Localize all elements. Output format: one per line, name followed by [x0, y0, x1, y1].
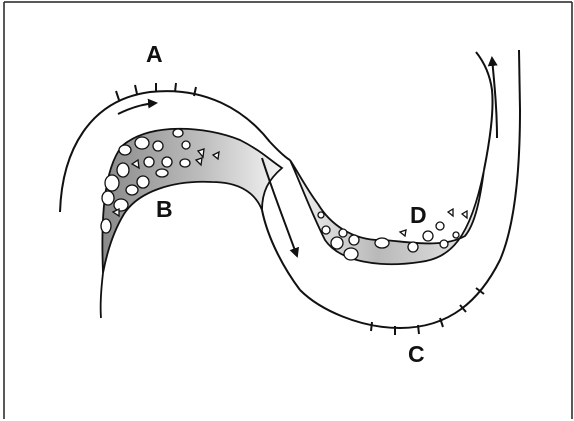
outer-bank-a	[59, 90, 271, 213]
channel-edge-right	[475, 51, 494, 171]
frame	[3, 1, 573, 419]
label-d: D	[410, 202, 427, 228]
flow-arrow-middle	[261, 157, 299, 258]
sediment-d	[317, 207, 468, 261]
channel-bank-middle-upper	[269, 141, 291, 161]
label-b: B	[156, 196, 173, 222]
erosion-ticks-c	[370, 287, 485, 335]
flow-arrow-outflow	[487, 56, 498, 139]
channel-edge-left	[99, 272, 104, 319]
flow-arrow-a	[117, 98, 158, 115]
erosion-ticks-a	[115, 82, 197, 101]
channel-edge-left-2	[60, 212, 98, 270]
channel-bank-middle-lower	[261, 209, 301, 291]
outer-bank-c	[299, 49, 522, 330]
label-c: C	[408, 341, 425, 367]
label-a: A	[146, 41, 163, 67]
sediment-b	[100, 128, 220, 234]
